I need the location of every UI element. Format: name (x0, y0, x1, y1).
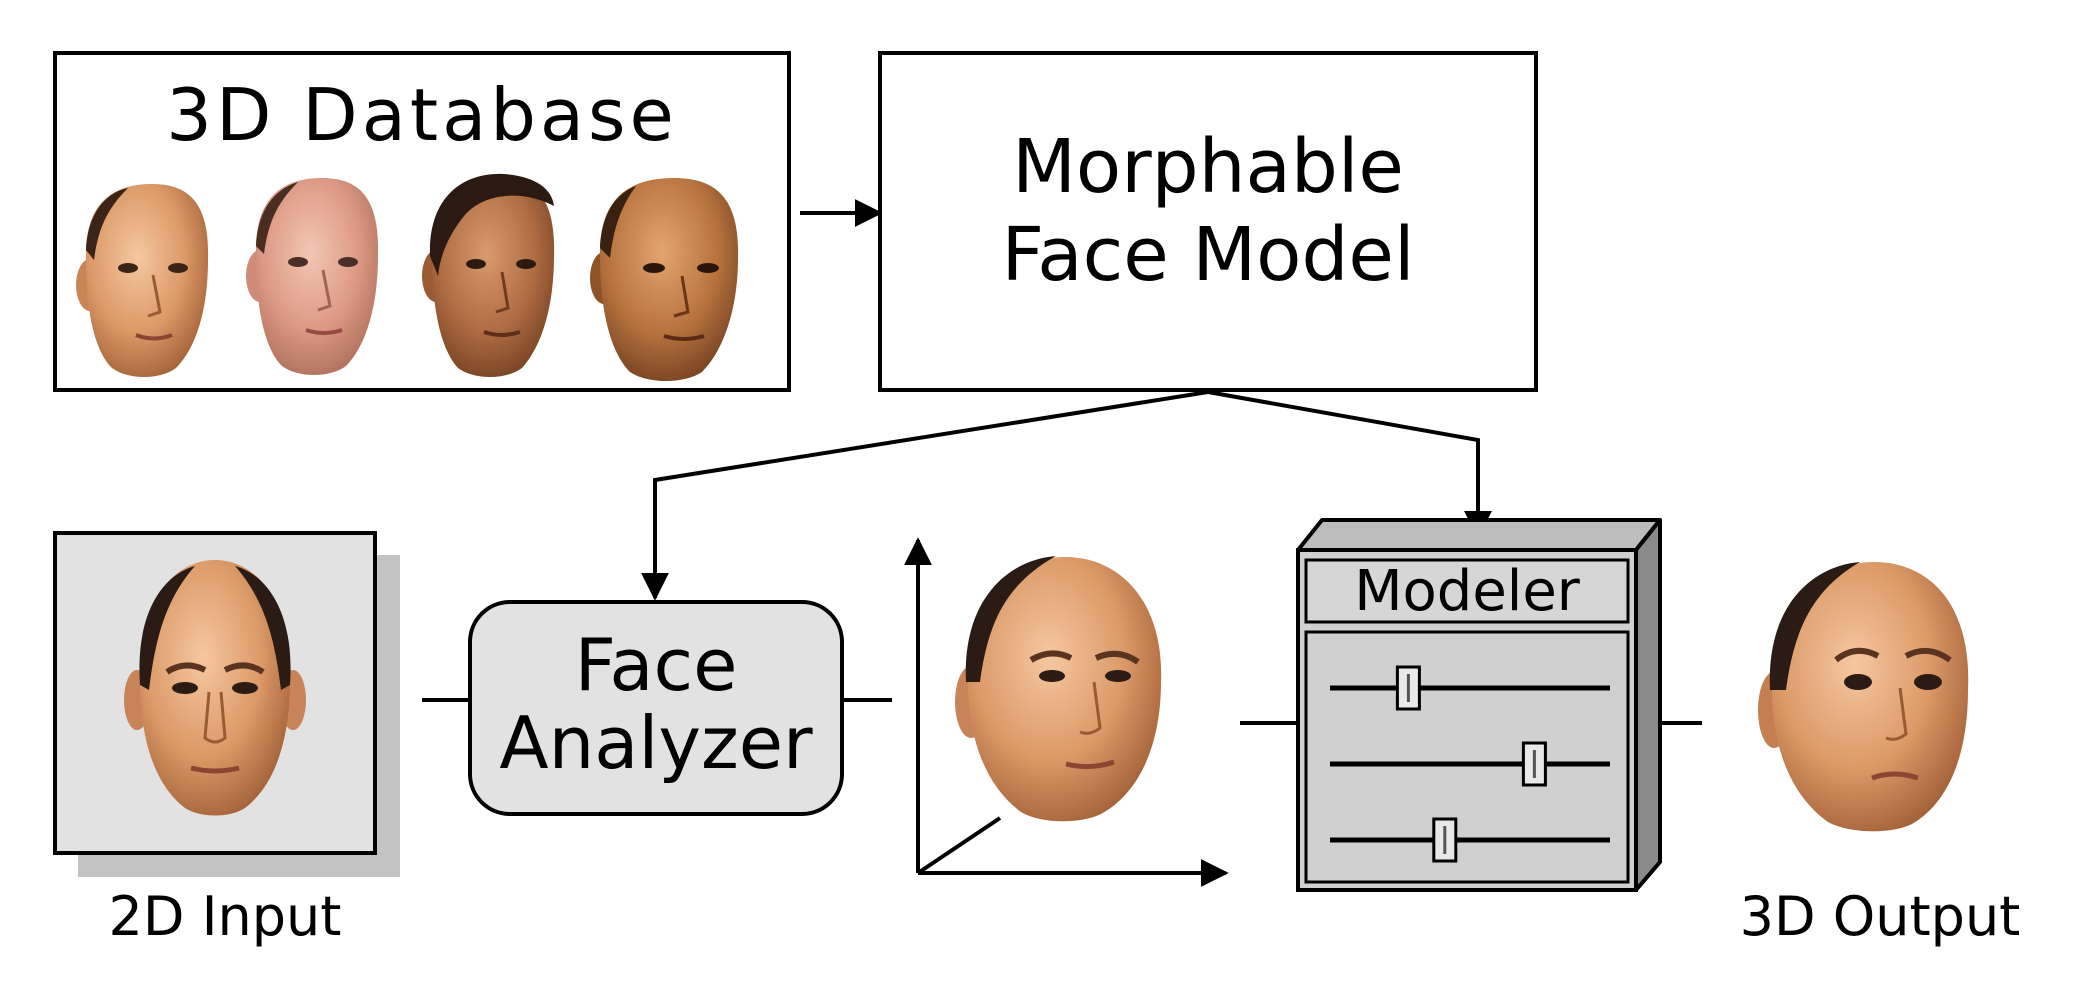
arrow-model-to-modeler (1207, 390, 1492, 539)
database-panel: 3D Database (53, 51, 791, 392)
database-face-3 (422, 173, 555, 377)
modeler-title: Modeler (1354, 559, 1581, 624)
face-analyzer-box: Face Analyzer (468, 600, 844, 816)
input-face (124, 560, 306, 816)
morphable-label-line2: Face Model (1001, 212, 1414, 298)
arrow-model-to-analyzer (641, 390, 1209, 601)
analyzer-label-line2: Analyzer (499, 701, 813, 785)
analyzer-label-line1: Face (575, 623, 738, 707)
modeler-box: Modeler (1296, 518, 1662, 892)
pose-face (955, 556, 1162, 822)
database-face-2 (246, 178, 379, 375)
modeler-sliders (1330, 665, 1610, 863)
input-panel (53, 531, 400, 877)
output-face (1758, 562, 1969, 832)
morphable-label-line1: Morphable (1012, 124, 1404, 210)
pose-axes (904, 537, 1229, 887)
database-title: 3D Database (166, 73, 678, 157)
database-face-4 (590, 178, 739, 381)
database-face-1 (76, 184, 209, 377)
input-caption: 2D Input (109, 885, 342, 948)
output-caption: 3D Output (1740, 885, 2021, 948)
morphable-model-box: Morphable Face Model (878, 51, 1538, 392)
